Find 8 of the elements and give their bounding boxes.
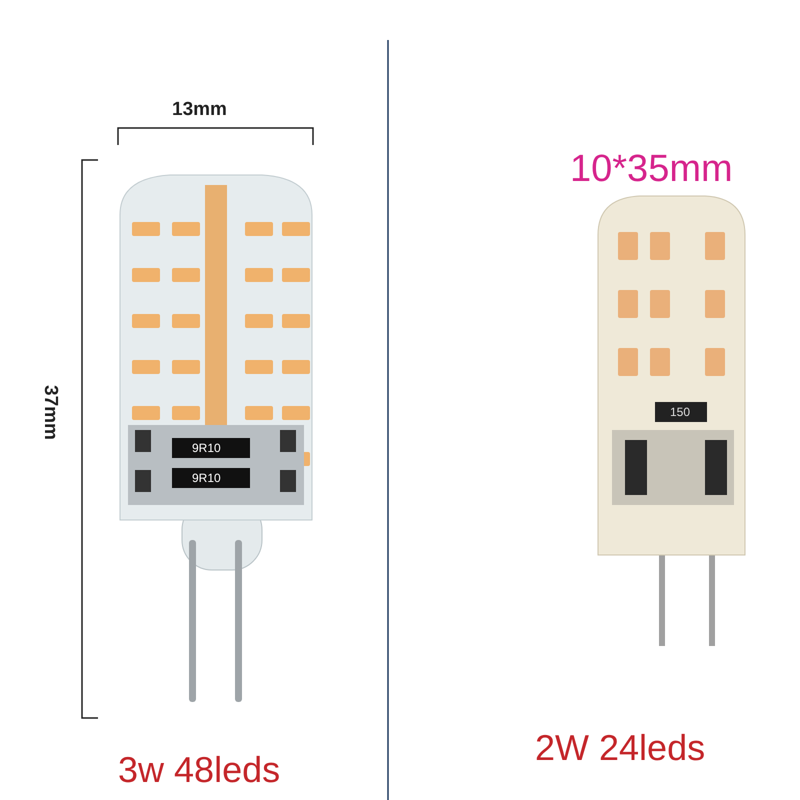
component-marking: 150 <box>670 406 690 418</box>
dimension-label: 10*35mm <box>570 150 733 188</box>
spec-label: 3w 48leds <box>118 752 280 788</box>
component-marking: 9R10 <box>192 472 221 484</box>
dimension-label: 37mm <box>41 385 60 440</box>
component-marking: 9R10 <box>192 442 221 454</box>
spec-label: 2W 24leds <box>535 730 706 766</box>
dimension-label: 13mm <box>172 100 227 119</box>
